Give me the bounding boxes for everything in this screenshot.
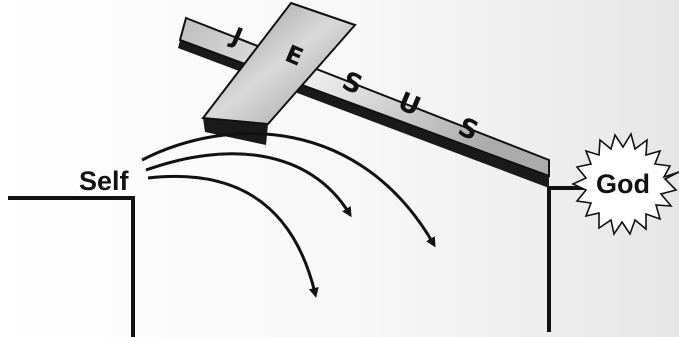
right-cliff <box>549 188 585 332</box>
god-label: God <box>596 169 650 199</box>
arrow-middle <box>146 154 349 213</box>
left-cliff <box>8 198 133 337</box>
arrow-inner <box>148 176 315 293</box>
falling-arrows <box>142 134 433 293</box>
self-label: Self <box>79 166 130 196</box>
